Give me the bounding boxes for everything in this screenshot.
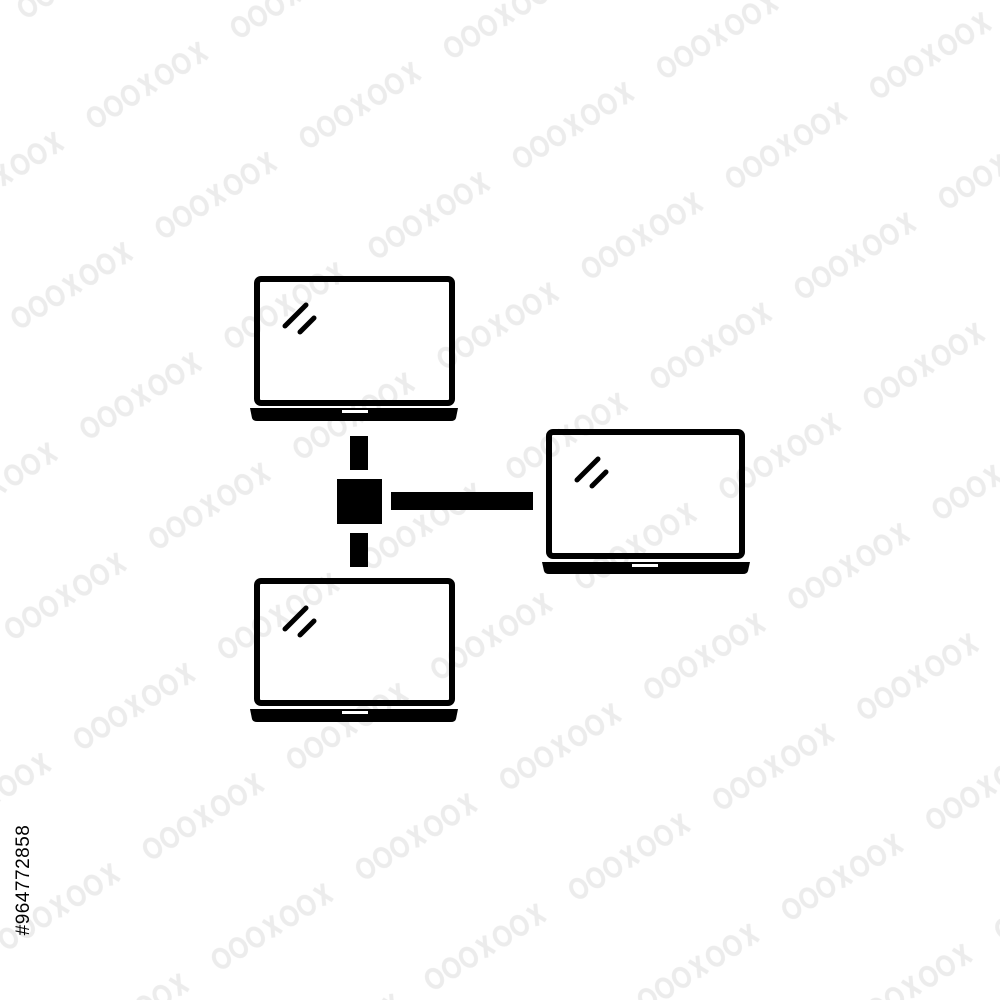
network-hub-icon [337, 436, 533, 567]
connector-bottom-line [350, 533, 368, 567]
connector-right-line [391, 492, 533, 510]
stock-id-label: #964772858 [13, 824, 34, 936]
laptop-top-left-icon [250, 276, 458, 421]
laptop-bottom-left-icon [250, 578, 458, 722]
hub-square [337, 479, 382, 524]
laptop-right-icon [542, 429, 750, 574]
connector-top-line [350, 436, 368, 470]
